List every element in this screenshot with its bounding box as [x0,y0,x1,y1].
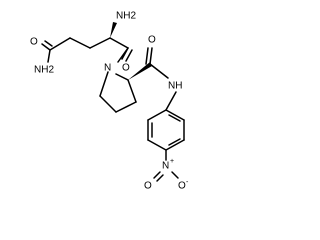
bond [156,174,164,182]
bond [115,73,129,81]
bond [149,63,169,79]
atom-label-nh2-alpha: NH2 [116,11,136,22]
charge-minus: - [186,179,189,186]
bond [147,139,167,151]
bond [165,109,185,121]
bond [147,109,167,121]
bond [168,114,181,122]
atom-label-o-nitro-2: O [178,181,186,192]
bond [47,49,51,63]
bond [99,95,117,113]
charge-plus: + [170,158,174,165]
atom-label-n-nitro: N [162,161,169,172]
structure-canvas: NH2 O NH2 O N NH O N + O O - [30,11,189,192]
atom-label-n-ring: N [104,63,111,74]
bond [165,139,185,151]
bond [117,47,129,63]
atom-label-nh-anilide: NH [168,81,182,92]
wedge-bond [110,22,117,38]
molecule-drawing: NH2 O NH2 O N NH O N + O O - [30,11,189,192]
bond [171,171,179,179]
bond [49,37,71,51]
bond [168,138,181,146]
bond [145,47,149,65]
bond [153,171,161,179]
atom-label-o-carbonyl: O [122,63,130,74]
wedge-bond [128,62,152,80]
atom-label-nh2-side-chain: NH2 [34,65,54,76]
bond [125,49,133,62]
bond [41,43,51,51]
bond [127,79,137,103]
atom-label-o-anilide: O [148,35,156,46]
bond [115,101,137,113]
bond [99,71,109,97]
bond [109,37,129,49]
atom-label-o-side-chain: O [30,37,38,48]
bond [89,37,111,49]
bond [165,91,177,111]
bond [69,37,91,49]
bond [149,47,153,65]
atom-label-o-nitro-1: O [144,181,152,192]
bond [44,40,53,47]
